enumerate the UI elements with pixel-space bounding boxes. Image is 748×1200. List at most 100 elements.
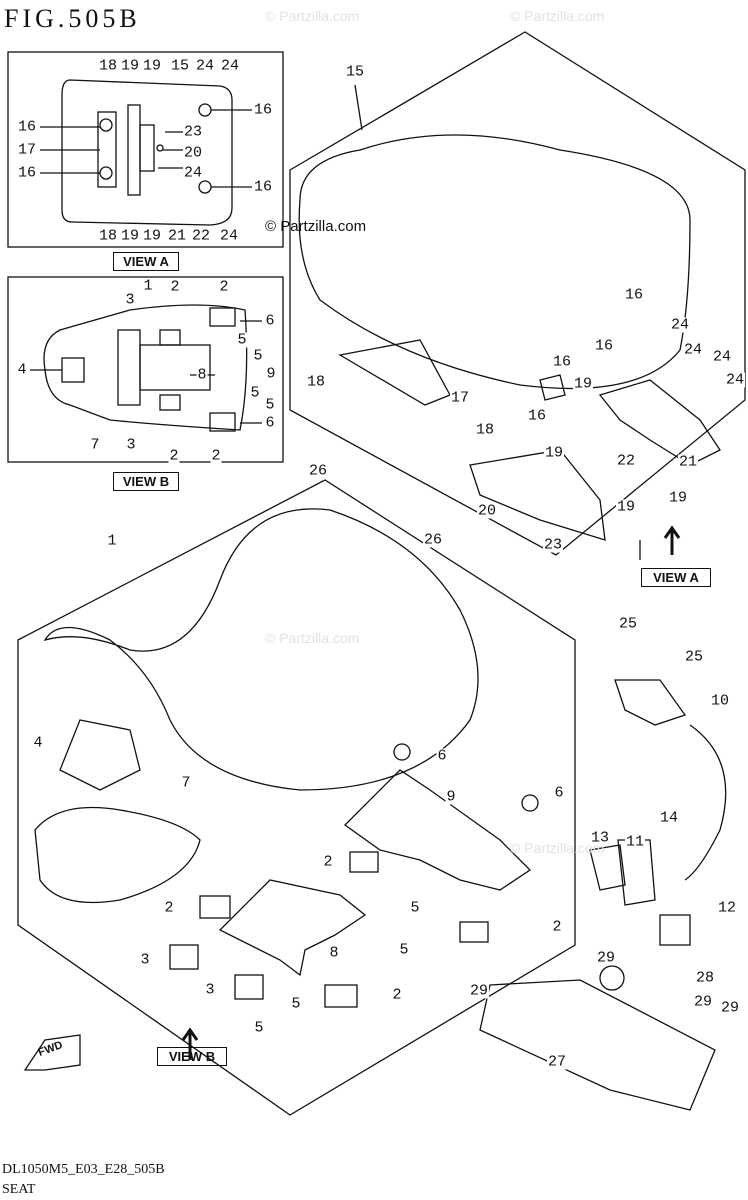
part-callout: 19: [615, 498, 637, 516]
part-callout: 18: [97, 227, 119, 245]
figure-title: FIG.505B: [4, 4, 141, 33]
part-callout: 17: [449, 389, 471, 407]
part-callout: 1: [142, 277, 154, 295]
part-callout: 12: [716, 899, 738, 917]
part-callout: 14: [658, 809, 680, 827]
part-callout: 24: [182, 164, 204, 182]
view-b-label: VIEW B: [113, 472, 179, 491]
part-callout: 29: [468, 982, 490, 1000]
part-callout: 9: [265, 365, 277, 383]
part-callout: 10: [709, 692, 731, 710]
part-callout: 19: [667, 489, 689, 507]
bracket-8: [218, 879, 367, 977]
part-callout: 9: [445, 788, 457, 806]
part-callout: 16: [16, 164, 38, 182]
bracket-7: [34, 806, 201, 904]
part-callout: 29: [719, 999, 741, 1017]
part-callout: 23: [182, 123, 204, 141]
bracket-20: [469, 449, 606, 541]
part-callout: 17: [16, 141, 38, 159]
copyright: © Partzilla.com: [265, 218, 367, 235]
part-callout: 4: [32, 734, 44, 752]
part-callout: 6: [553, 784, 565, 802]
part-callout: 16: [16, 118, 38, 136]
part-callout: 15: [344, 63, 366, 81]
part-callout: 3: [124, 291, 136, 309]
part-callout: 7: [180, 774, 192, 792]
part-callout: 6: [264, 312, 276, 330]
part-callout: 20: [182, 144, 204, 162]
part-callout: 5: [290, 995, 302, 1013]
view-a-label: VIEW A: [113, 252, 179, 271]
part-callout: 5: [252, 347, 264, 365]
footer-name: SEAT: [2, 1182, 36, 1197]
part-callout: 25: [617, 615, 639, 633]
part-callout: 1: [106, 532, 118, 550]
part-callout: 5: [253, 1019, 265, 1037]
part-callout: 18: [97, 57, 119, 75]
part-callout: 24: [682, 341, 704, 359]
footer-code: DL1050M5_E03_E28_505B: [2, 1162, 165, 1177]
view-a-frame: [7, 51, 284, 248]
latch-10: [614, 679, 687, 726]
part-callout: 20: [476, 502, 498, 520]
part-callout: 6: [436, 747, 448, 765]
part-callout: 19: [572, 375, 594, 393]
part-callout: 21: [677, 453, 699, 471]
rear-seat-15: [298, 134, 691, 390]
part-callout: 19: [119, 57, 141, 75]
part-callout: 16: [593, 337, 615, 355]
part-callout: 2: [163, 899, 175, 917]
part-callout: 3: [204, 981, 216, 999]
watermark: © Partzilla.com: [510, 840, 605, 856]
part-callout: 11: [624, 833, 646, 851]
part-callout: 24: [711, 348, 733, 366]
watermark: © Partzilla.com: [510, 8, 605, 24]
view-a-reference: VIEW A: [641, 568, 711, 587]
part-callout: 16: [252, 101, 274, 119]
part-callout: 22: [190, 227, 212, 245]
part-callout: 2: [391, 986, 403, 1004]
part-callout: 5: [409, 899, 421, 917]
part-callout: 19: [543, 444, 565, 462]
watermark: © Partzilla.com: [265, 630, 360, 646]
part-callout: 2: [169, 278, 181, 296]
bracket-9: [343, 769, 532, 891]
part-callout: 16: [551, 353, 573, 371]
part-callout: 19: [141, 57, 163, 75]
cable-14: [684, 724, 727, 881]
part-callout: 13: [589, 829, 611, 847]
part-callout: 26: [422, 531, 444, 549]
part-callout: 6: [264, 414, 276, 432]
fwd-arrow-shape: [23, 1034, 81, 1071]
bracket-17: [338, 339, 451, 406]
part-callout: 23: [542, 536, 564, 554]
part-callout: 19: [141, 227, 163, 245]
part-callout: 4: [16, 361, 28, 379]
part-callout: 19: [119, 227, 141, 245]
part-callout: 26: [307, 462, 329, 480]
part-callout: 25: [683, 648, 705, 666]
part-callout: 5: [264, 396, 276, 414]
part-callout: 5: [249, 384, 261, 402]
part-callout: 2: [168, 447, 180, 465]
part-callout: 5: [398, 941, 410, 959]
view-b-frame: [7, 276, 284, 463]
part-callout: 2: [218, 278, 230, 296]
part-callout: 8: [328, 944, 340, 962]
part-callout: 24: [219, 57, 241, 75]
view-a-region: [289, 31, 746, 556]
part-callout: 8: [196, 366, 208, 384]
part-callout: 29: [595, 949, 617, 967]
part-callout: 2: [210, 447, 222, 465]
part-callout: 16: [252, 178, 274, 196]
part-callout: 16: [623, 286, 645, 304]
part-callout: 24: [194, 57, 216, 75]
view-a-seat-outline: [61, 79, 233, 226]
watermark: © Partzilla.com: [265, 8, 360, 24]
view-b-reference: VIEW B: [157, 1047, 227, 1066]
part-callout: 18: [305, 373, 327, 391]
part-callout: 16: [526, 407, 548, 425]
part-callout: 29: [692, 993, 714, 1011]
part-callout: 24: [218, 227, 240, 245]
